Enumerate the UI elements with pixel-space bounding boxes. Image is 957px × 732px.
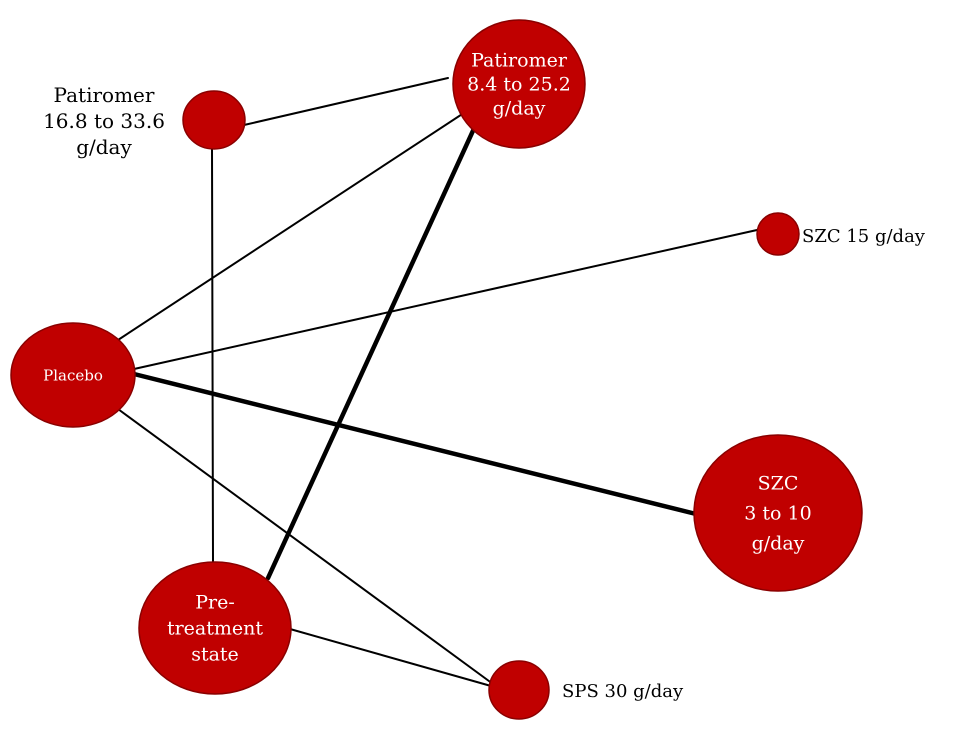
node-label-line: 16.8 to 33.6 bbox=[43, 109, 165, 133]
edge-patiromer_low-pretreatment bbox=[265, 119, 480, 581]
node-label-line: Placebo bbox=[43, 366, 103, 384]
node-label-line: Patiromer bbox=[471, 50, 568, 72]
node-label-sps30: SPS 30 g/day bbox=[562, 681, 684, 702]
edge-placebo-sps30 bbox=[117, 408, 494, 685]
edge-patiromer_high-pretreatment bbox=[211, 147, 214, 564]
node-label-line: 8.4 to 25.2 bbox=[467, 74, 571, 96]
node-label-line: state bbox=[191, 644, 239, 666]
node-label-line: g/day bbox=[76, 135, 132, 159]
node-label-line: Pre- bbox=[195, 592, 235, 614]
node-label-line: g/day bbox=[752, 533, 805, 555]
node-label-line: 3 to 10 bbox=[744, 503, 811, 525]
node-label-line: treatment bbox=[167, 618, 263, 640]
edge-patiromer_high-patiromer_low bbox=[243, 77, 449, 126]
edge-pretreatment-sps30 bbox=[289, 628, 492, 687]
node-label-line: g/day bbox=[493, 98, 546, 120]
node-circle-sps30 bbox=[488, 660, 550, 720]
node-circle-pretreatment bbox=[138, 561, 292, 695]
node-szc3to10: SZC 3 to 10 g/day bbox=[693, 434, 863, 592]
node-label-line: SZC 15 g/day bbox=[802, 226, 926, 247]
node-label-line: SZC bbox=[758, 473, 799, 495]
node-label-szc15: SZC 15 g/day bbox=[802, 226, 926, 247]
node-szc15: SZC 15 g/day bbox=[756, 212, 926, 256]
node-label-szc3to10: SZC 3 to 10 g/day bbox=[744, 473, 811, 555]
edge-placebo-szc15 bbox=[133, 229, 758, 370]
node-placebo: Placebo bbox=[10, 322, 136, 428]
node-label-line: SPS 30 g/day bbox=[562, 681, 684, 702]
node-circle-szc3to10 bbox=[693, 434, 863, 592]
node-label-placebo: Placebo bbox=[43, 366, 103, 384]
node-circle-szc15 bbox=[756, 212, 800, 256]
node-label-pretreatment: Pre-treatment state bbox=[167, 592, 263, 666]
edges-layer bbox=[117, 77, 758, 687]
node-pretreatment: Pre-treatment state bbox=[138, 561, 292, 695]
edge-patiromer_low-placebo bbox=[117, 104, 477, 341]
node-circle-placebo bbox=[10, 322, 136, 428]
edge-placebo-szc3to10 bbox=[131, 371, 699, 517]
node-label-line: Patiromer bbox=[54, 83, 155, 107]
node-sps30: SPS 30 g/day bbox=[488, 660, 684, 720]
node-circle-patiromer_high bbox=[182, 90, 246, 150]
node-circle-patiromer_low bbox=[452, 19, 586, 149]
